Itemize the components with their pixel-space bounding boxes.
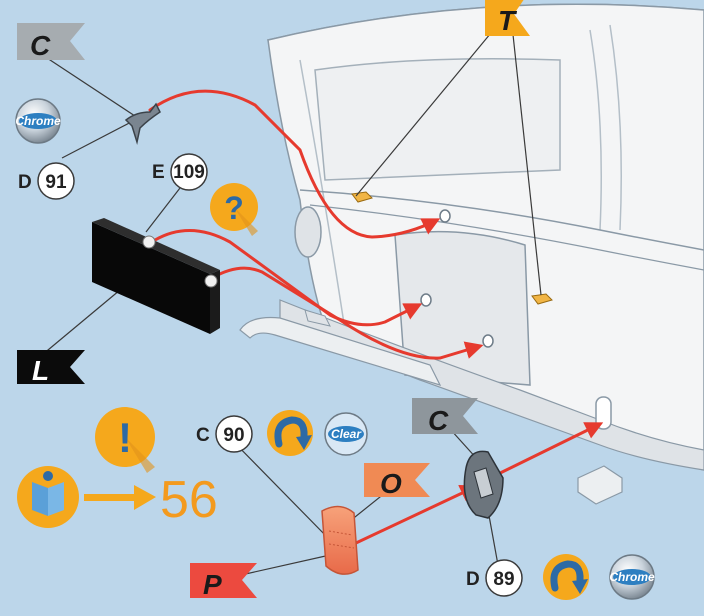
- question-icon: ?: [210, 183, 258, 236]
- reference-page-number: 56: [160, 471, 218, 529]
- flag-gray-top-left: C: [17, 23, 85, 61]
- reference-arrow-icon: [84, 485, 156, 510]
- flag-gray-lower-middle: C: [412, 398, 478, 436]
- panel-bolt-upper: [143, 236, 155, 248]
- gray-lamp-housing-part: [464, 451, 503, 518]
- callout-d89: D 89: [466, 560, 522, 596]
- flag-gray-lower-middle-letter: C: [428, 405, 449, 436]
- flag-black-left: L: [17, 350, 85, 386]
- panel-bolt-lower: [205, 275, 217, 287]
- callout-c90: C 90: [196, 416, 252, 452]
- screw-hook-part: [126, 104, 160, 142]
- callout-c90-number: 90: [223, 425, 244, 446]
- manual-book-icon: [17, 466, 79, 528]
- callout-d91: D 91: [18, 163, 74, 199]
- callout-d91-letter: D: [18, 172, 32, 193]
- callout-d89-number: 89: [493, 569, 514, 590]
- flag-red-bottom-letter: P: [203, 569, 222, 600]
- chrome-badge-top: Chrome: [15, 99, 61, 143]
- exclamation-icon: !: [95, 407, 155, 473]
- flag-orange-middle: O: [364, 463, 430, 499]
- manual-reference: 56: [17, 466, 218, 529]
- rotate-icon-middle: [267, 410, 313, 456]
- flag-red-bottom: P: [190, 563, 257, 600]
- rotate-icon-bottom: [543, 554, 589, 600]
- chrome-badge-bottom-label: Chrome: [609, 570, 655, 584]
- exclamation-icon-glyph: !: [118, 414, 132, 461]
- flag-gray-top-left-letter: C: [30, 30, 51, 61]
- clear-badge: Clear: [325, 413, 367, 455]
- callout-e109-number: 109: [173, 162, 205, 183]
- black-lamp-panel: [92, 218, 220, 334]
- install-path-lamp: [490, 424, 600, 478]
- callout-c90-letter: C: [196, 425, 210, 446]
- clear-badge-label: Clear: [331, 427, 362, 441]
- callout-e109: E 109: [152, 154, 207, 190]
- flag-black-left-letter: L: [32, 355, 49, 386]
- chrome-badge-top-label: Chrome: [15, 114, 61, 128]
- orange-lens-part: [322, 506, 358, 574]
- chrome-badge-bottom: Chrome: [609, 555, 655, 599]
- flag-top-right-letter: T: [498, 5, 518, 36]
- flag-orange-middle-letter: O: [380, 468, 402, 499]
- callout-d91-number: 91: [45, 172, 67, 193]
- callout-e109-letter: E: [152, 162, 165, 183]
- callout-d89-letter: D: [466, 569, 480, 590]
- question-icon-glyph: ?: [224, 190, 244, 226]
